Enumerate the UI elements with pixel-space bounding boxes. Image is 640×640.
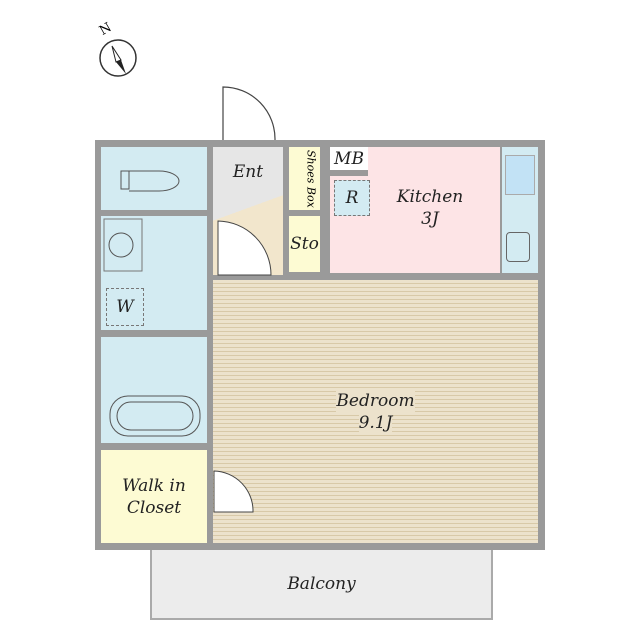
kitchen-name: Kitchen: [396, 187, 464, 207]
meter-box: MB: [330, 147, 368, 170]
refrigerator: R: [334, 180, 370, 216]
kitchen-label: Kitchen 3J: [380, 186, 480, 230]
kitchen-size: 3J: [421, 209, 439, 229]
bedroom: Bedroom 9.1J: [213, 280, 538, 543]
compass-icon: [99, 39, 137, 77]
meter-box-label: MB: [334, 148, 364, 169]
inner-door-icon: [217, 220, 272, 276]
washroom: W: [101, 216, 207, 330]
compass: N: [96, 20, 146, 80]
kitchen-upper: [368, 147, 500, 177]
sink-icon: [103, 218, 143, 272]
washer-label: W: [106, 288, 144, 326]
sink-basin-icon: [505, 155, 535, 195]
shoes-box-label: Shoes Box: [304, 149, 318, 208]
bedroom-name: Bedroom: [336, 389, 415, 412]
closet-label-2: Closet: [126, 497, 182, 518]
storage: Sto: [289, 216, 320, 272]
storage-label: Sto: [290, 234, 319, 254]
entrance-label: Ent: [232, 162, 264, 182]
toilet-icon: [120, 170, 180, 191]
walk-in-closet: Walk in Closet: [101, 450, 207, 543]
north-label: N: [97, 20, 115, 39]
entry-door-icon: [222, 86, 276, 142]
closet-label-1: Walk in: [122, 475, 186, 496]
toilet-room: [101, 147, 207, 210]
stove-icon: [506, 232, 530, 262]
shoes-box: Shoes Box: [289, 147, 320, 210]
refrigerator-label: R: [345, 188, 359, 208]
balcony: Balcony: [150, 550, 493, 620]
bedroom-size: 9.1J: [358, 411, 393, 434]
bathroom: [101, 337, 207, 443]
closet-door-icon: [213, 470, 254, 513]
kitchen-counter: [502, 147, 538, 273]
bathtub-icon: [109, 395, 201, 437]
balcony-label: Balcony: [287, 574, 356, 594]
